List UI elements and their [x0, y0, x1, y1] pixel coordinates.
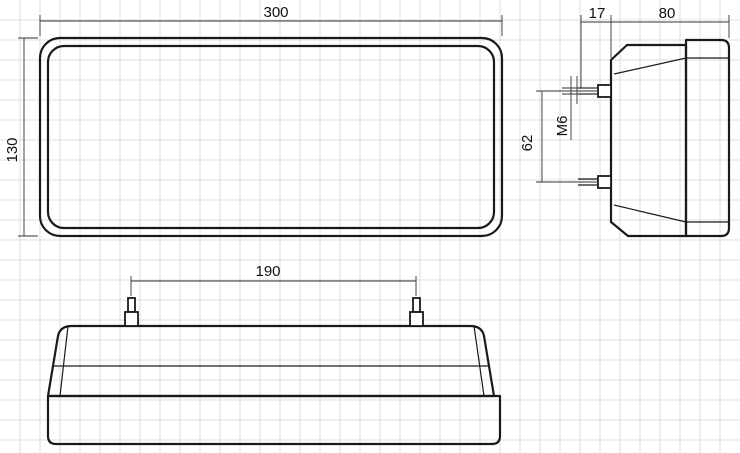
dimension-80-label: 80 — [659, 5, 676, 22]
bottom-stud-left — [124, 297, 139, 327]
bottom-view — [46, 324, 502, 446]
side-lens — [684, 38, 731, 238]
dimension-130-label: 130 — [4, 137, 21, 162]
thread-m6: M6 — [554, 76, 598, 140]
bottom-lens — [46, 394, 502, 446]
dimension-17-label: 17 — [589, 5, 606, 22]
dimension-130: 130 — [4, 37, 38, 237]
dimension-17-80: 17 80 — [580, 5, 730, 88]
bottom-housing — [46, 324, 496, 398]
dimension-300-label: 300 — [263, 4, 288, 21]
dimension-62-label: 62 — [519, 135, 536, 152]
front-view — [38, 36, 504, 238]
dimension-300: 300 — [39, 4, 503, 36]
dimension-190: 190 — [130, 263, 417, 296]
front-outer-outline — [38, 36, 504, 238]
bottom-stud-right — [409, 297, 424, 327]
dimension-62: 62 — [519, 90, 598, 183]
dimension-190-label: 190 — [255, 263, 280, 280]
side-view — [609, 38, 731, 238]
thread-m6-label: M6 — [554, 116, 571, 137]
front-inner-outline — [46, 44, 496, 230]
